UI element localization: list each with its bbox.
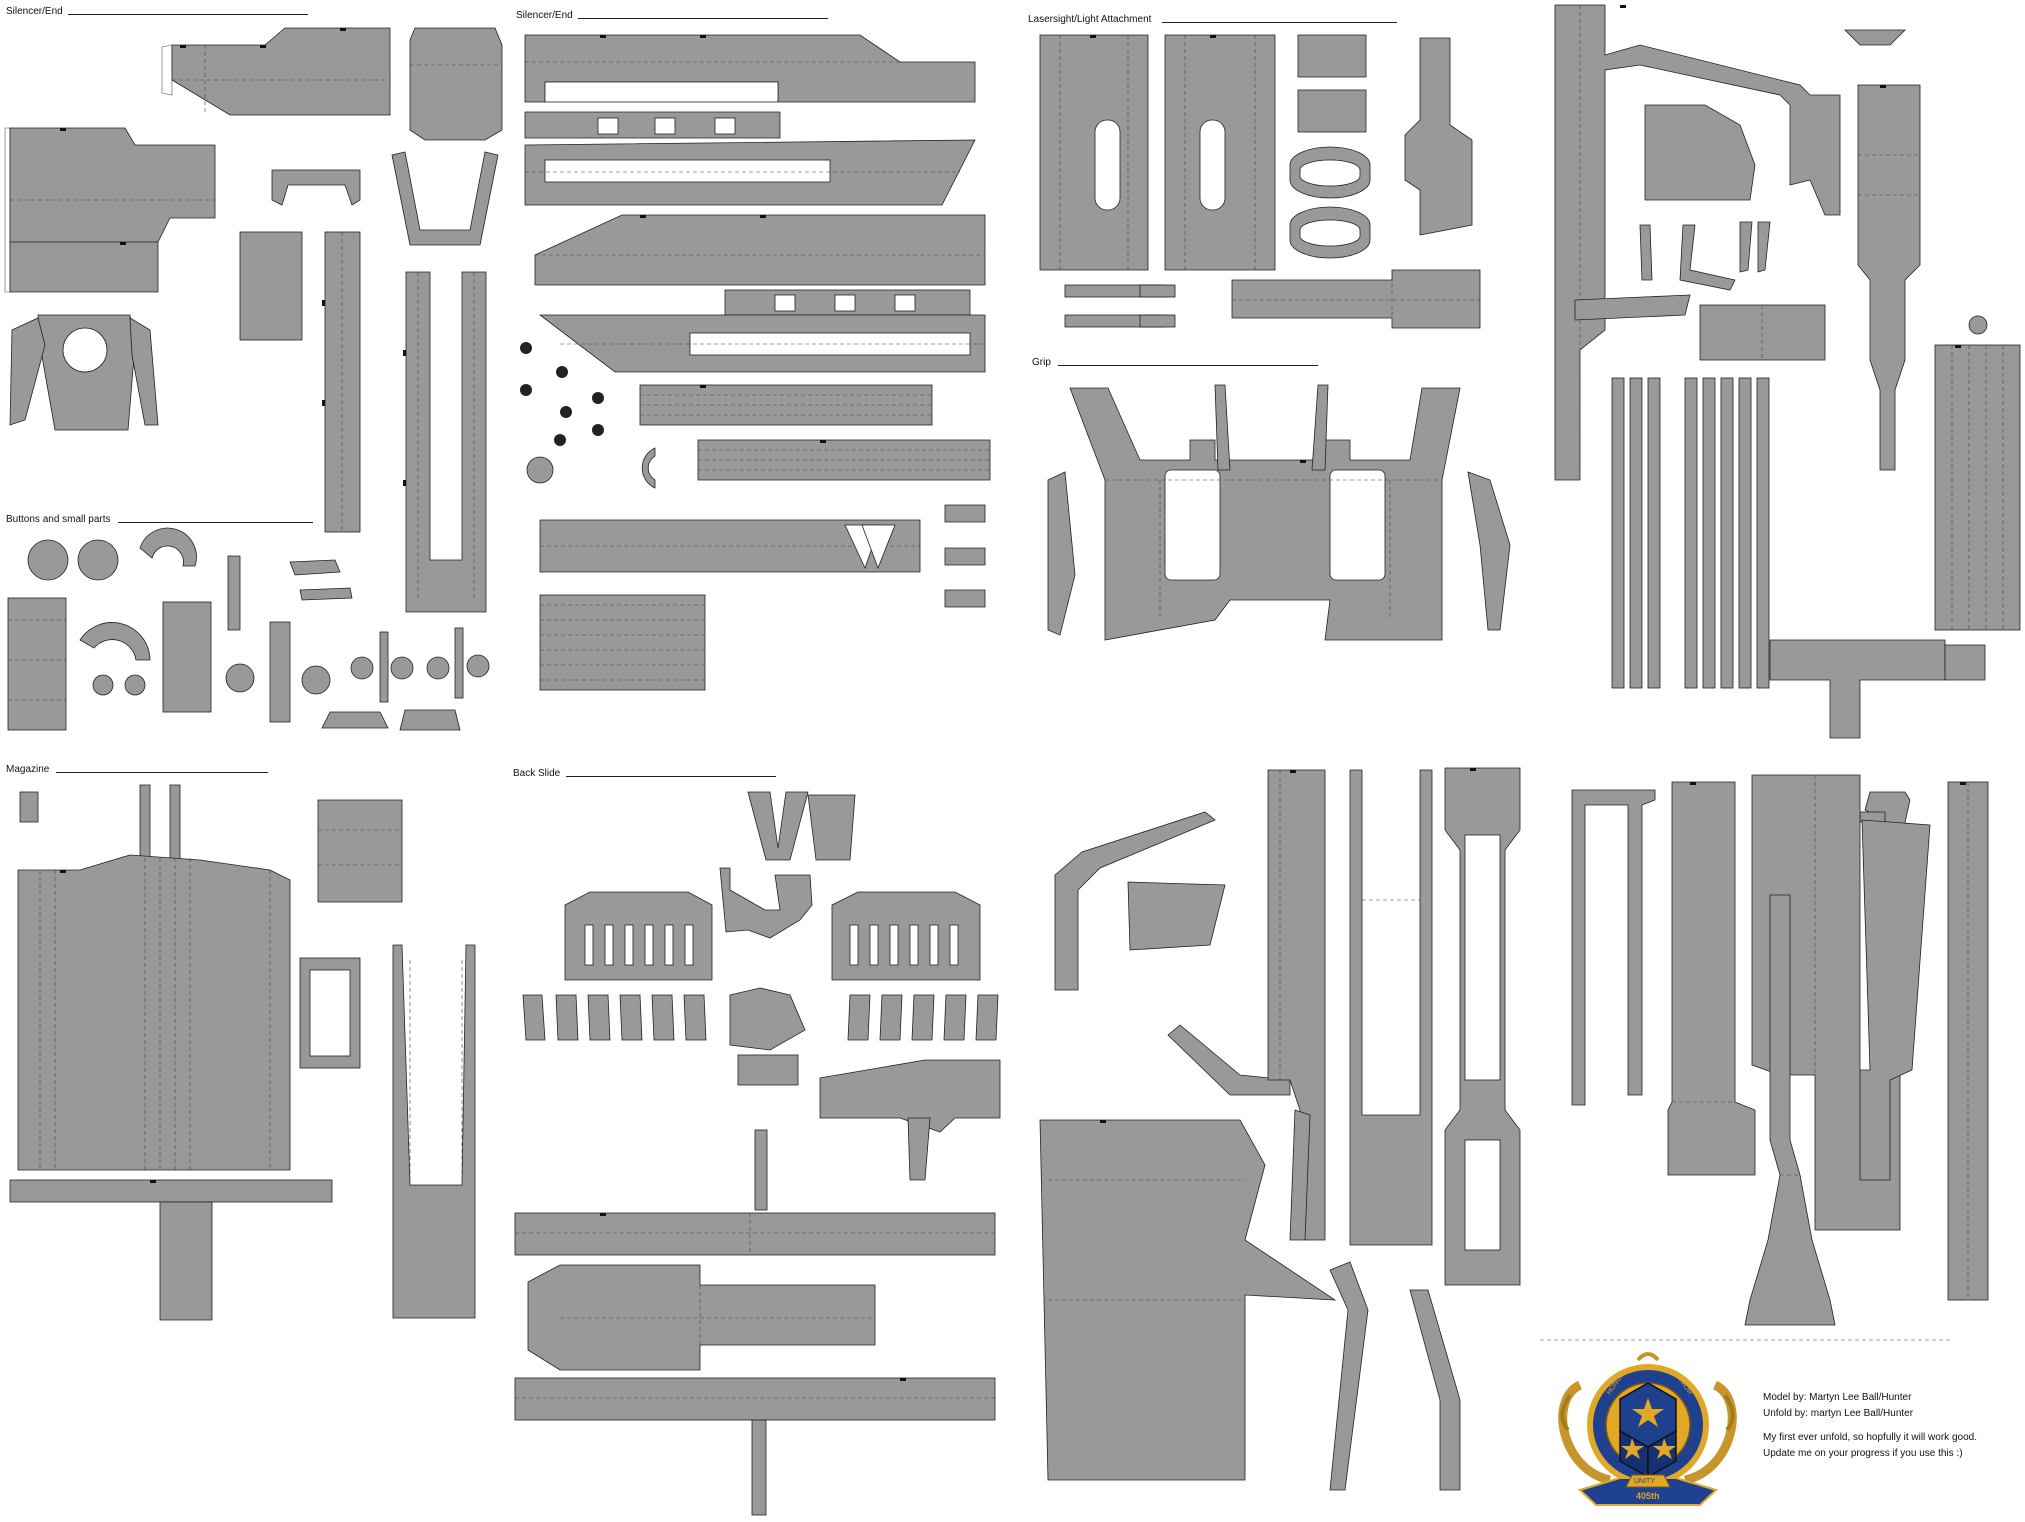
section-rule: [1058, 365, 1318, 366]
emblem-motto: UNITY: [1634, 1478, 1655, 1485]
credit-model-by: Model by: Martyn Lee Ball/Hunter: [1763, 1392, 1912, 1403]
section-rule: [118, 522, 313, 523]
grip-parts: [1047, 384, 1511, 641]
section-rule: [566, 776, 776, 777]
buttons-small-parts: [7, 527, 490, 731]
section-rule: [68, 14, 308, 15]
section-label-magazine: Magazine: [6, 764, 50, 775]
section-rule: [1162, 22, 1397, 23]
silencer-end-middle-parts: [520, 34, 991, 691]
credit-note-line1: My first ever unfold, so hopfully it wil…: [1763, 1432, 1977, 1443]
section-label-grip: Grip: [1032, 357, 1051, 368]
back-slide-parts: [514, 791, 1001, 1516]
section-label-silencer-end-left: Silencer/End: [6, 6, 63, 17]
section-label-lasersight: Lasersight/Light Attachment: [1028, 14, 1152, 25]
section-label-back-slide: Back Slide: [513, 768, 561, 779]
section-label-buttons: Buttons and small parts: [6, 514, 111, 525]
magazine-parts: [9, 784, 476, 1321]
fold-marks: [60, 5, 1966, 1381]
emblem-number: 405th: [1636, 1491, 1660, 1501]
section-rule: [56, 772, 268, 773]
lasersight-parts: [1039, 34, 1481, 329]
lower-right-parts: [1540, 774, 1989, 1341]
credit-note-line2: Update me on your progress if you use th…: [1763, 1448, 1963, 1459]
upper-right-parts: [1554, 4, 2021, 739]
credit-unfold-by: Unfold by: martyn Lee Ball/Hunter: [1763, 1408, 1914, 1419]
silencer-end-left-parts: [4, 27, 503, 613]
lower-centre-parts: [1039, 767, 1521, 1491]
405th-emblem: [1558, 1352, 1737, 1506]
section-label-silencer-end-middle: Silencer/End: [516, 10, 573, 21]
section-rule: [578, 18, 828, 19]
